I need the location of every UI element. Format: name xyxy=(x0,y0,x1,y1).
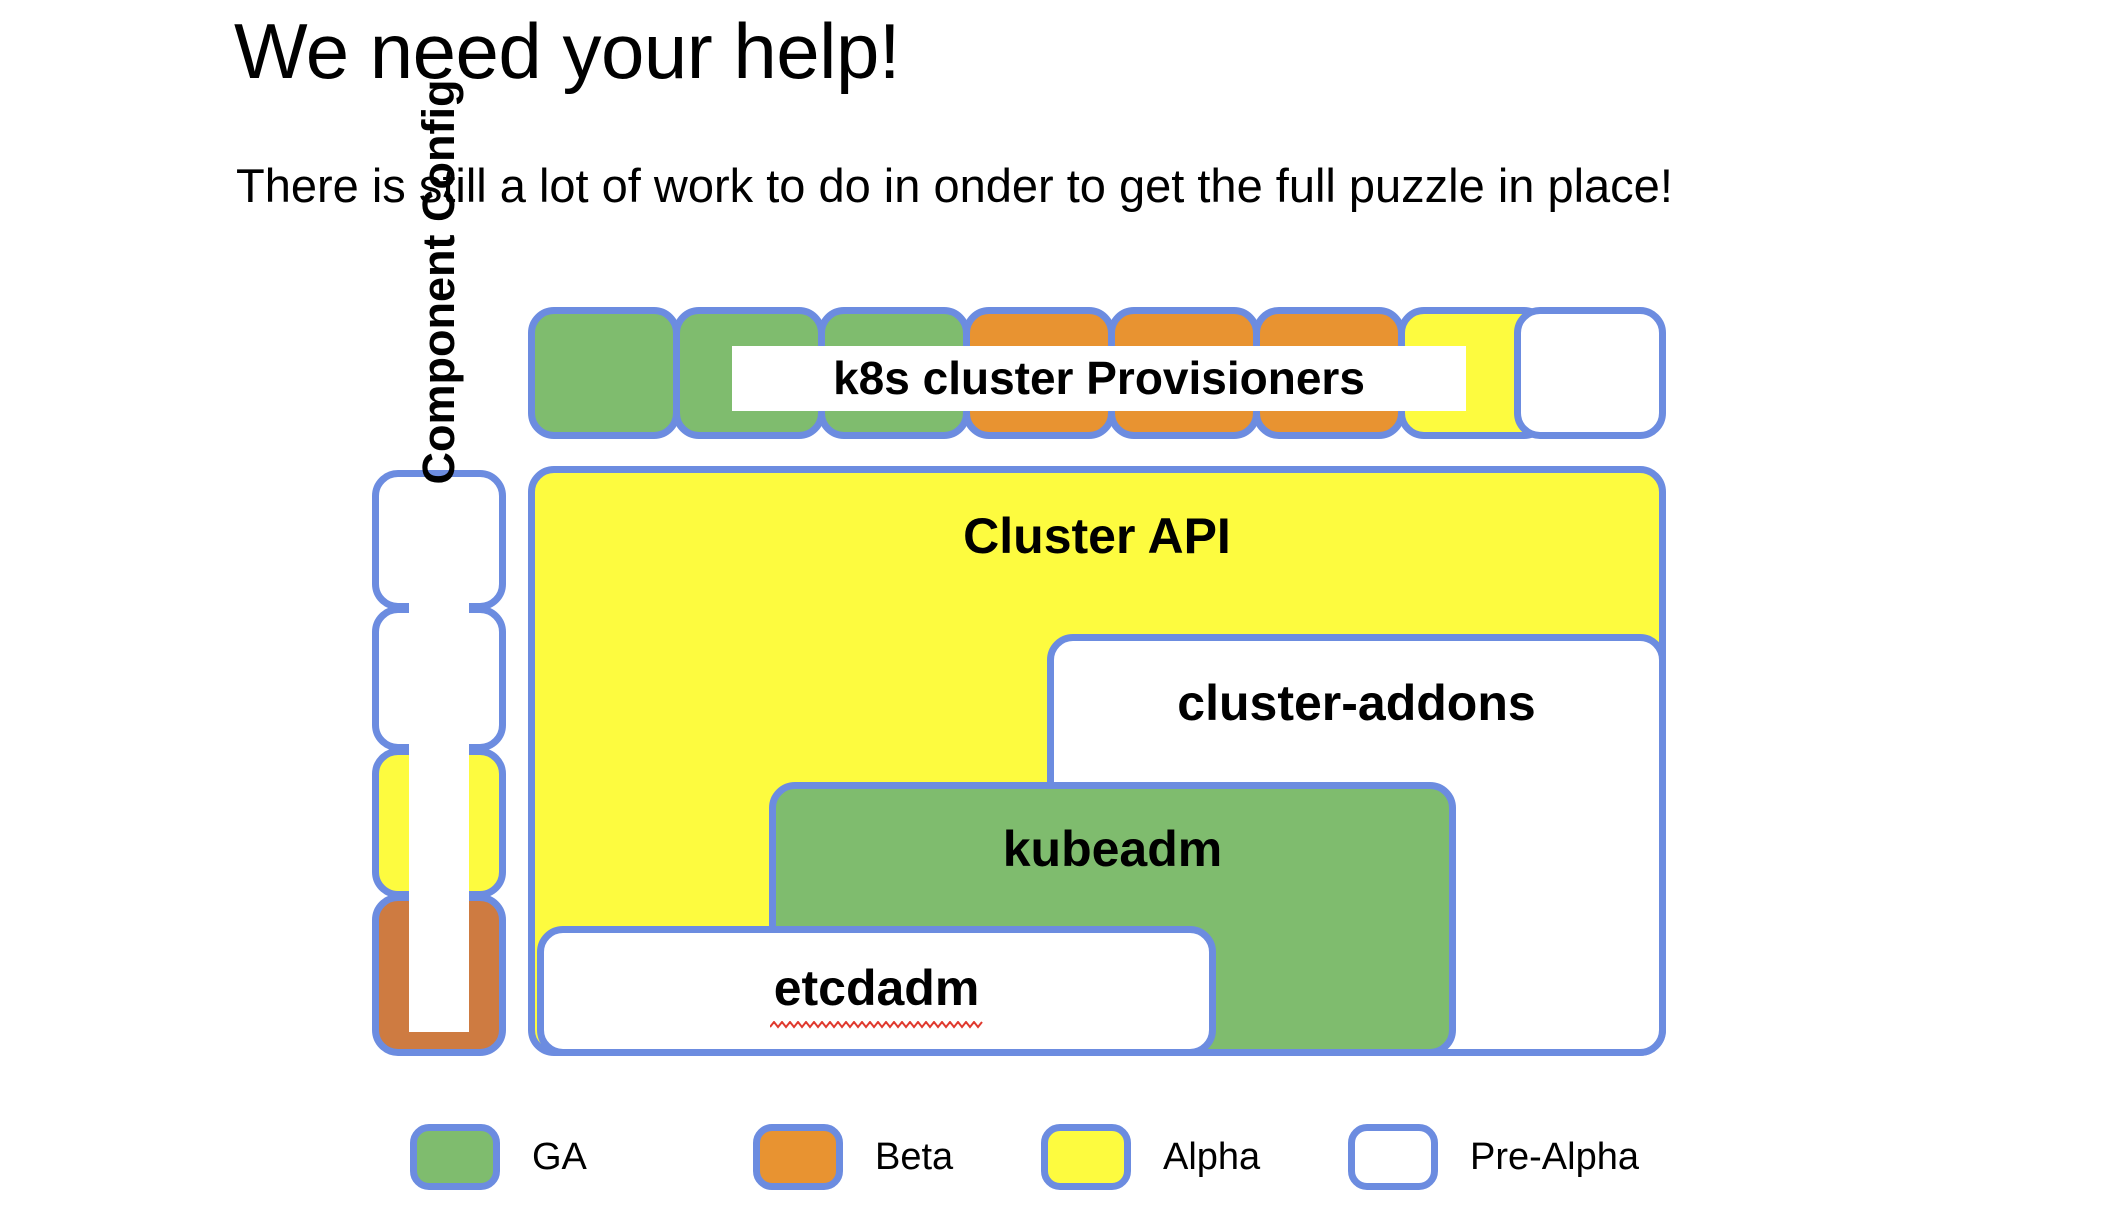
legend-swatch-ga xyxy=(410,1124,500,1190)
component-config-label: Component Config xyxy=(413,79,464,485)
node-cluster-addons-label: cluster-addons xyxy=(1177,675,1536,731)
node-etcdadm[interactable]: etcdadm xyxy=(537,926,1216,1056)
legend-label-beta: Beta xyxy=(875,1136,954,1178)
page-subtitle: There is still a lot of work to do in on… xyxy=(236,159,1673,212)
spellcheck-underline-icon xyxy=(769,1021,983,1029)
legend-label-pre-alpha: Pre-Alpha xyxy=(1470,1136,1639,1178)
provisioner-box-1[interactable] xyxy=(528,307,680,439)
node-cluster-api-label: Cluster API xyxy=(963,508,1231,564)
page-title: We need your help! xyxy=(234,7,901,95)
legend-label-ga: GA xyxy=(532,1136,587,1178)
legend-swatch-pre-alpha xyxy=(1348,1124,1438,1190)
legend-swatch-alpha xyxy=(1041,1124,1131,1190)
provisioner-banner-label: k8s cluster Provisioners xyxy=(833,352,1365,404)
node-etcdadm-label: etcdadm xyxy=(773,960,980,1016)
provisioner-box-8[interactable] xyxy=(1514,307,1666,439)
component-config-label-band xyxy=(409,492,469,1032)
provisioner-banner: k8s cluster Provisioners xyxy=(732,346,1466,411)
legend-label-alpha: Alpha xyxy=(1163,1136,1261,1178)
node-kubeadm-label: kubeadm xyxy=(1002,821,1223,877)
legend-swatch-beta xyxy=(753,1124,843,1190)
